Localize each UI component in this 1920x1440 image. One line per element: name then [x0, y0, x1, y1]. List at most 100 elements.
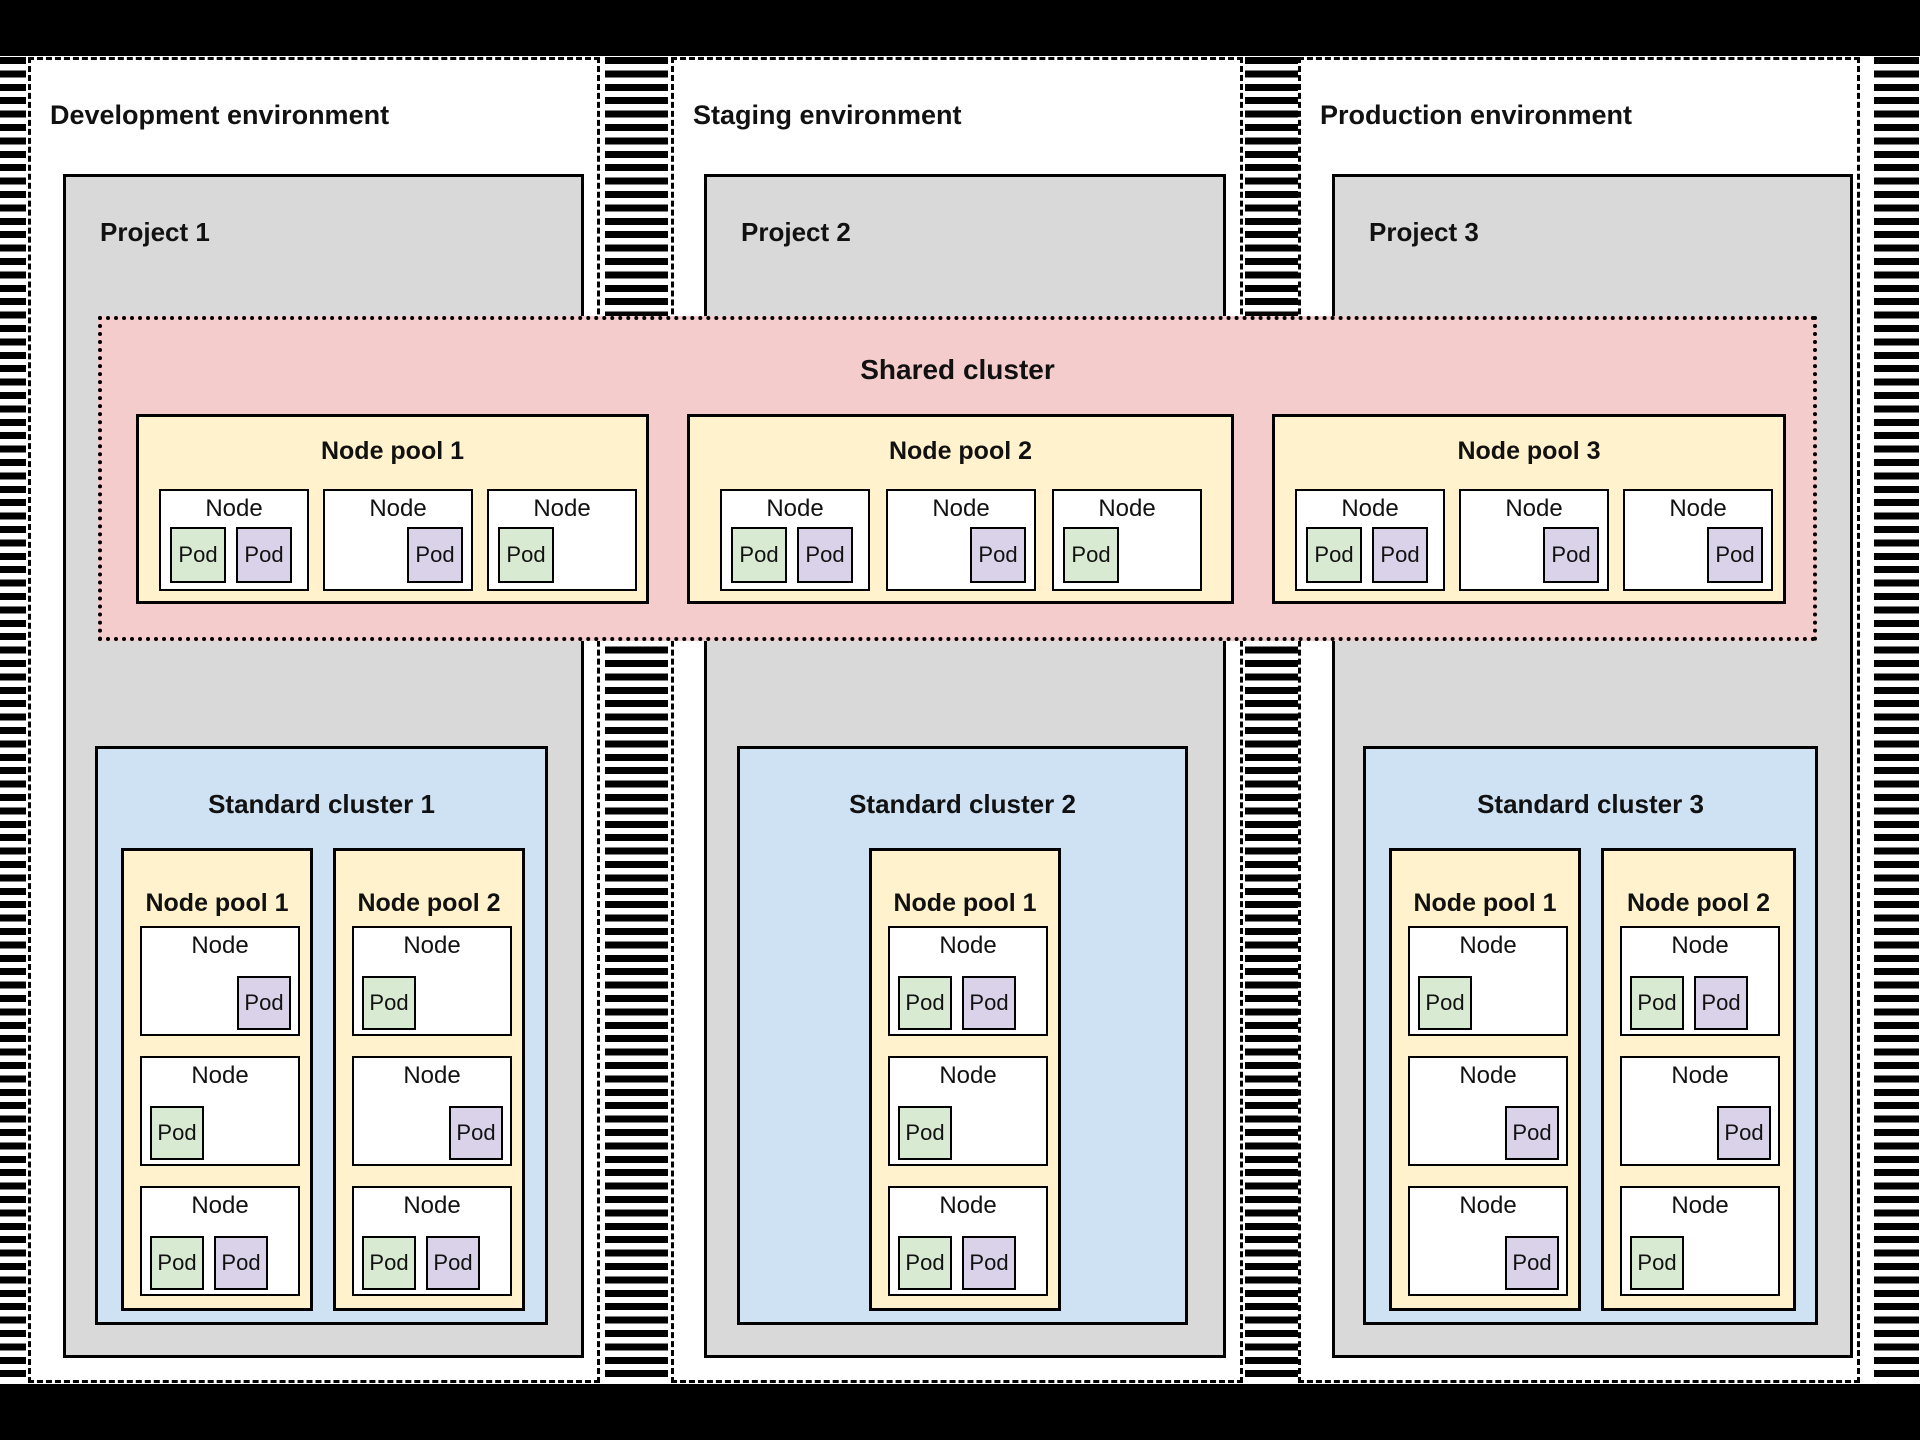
- node-pool-title: Node pool 1: [893, 889, 1037, 917]
- pod-box-purple: Pod: [426, 1236, 480, 1290]
- project-title: Project 1: [100, 217, 210, 247]
- pod-label: Pod: [978, 542, 1018, 567]
- pod-label: Pod: [1551, 542, 1591, 567]
- pod-box-purple: Pod: [236, 527, 292, 583]
- node-label: Node: [191, 1192, 249, 1219]
- pod-label: Pod: [1314, 542, 1354, 567]
- pod-label: Pod: [969, 990, 1009, 1015]
- pod-label: Pod: [221, 1250, 261, 1275]
- pod-box-purple: Pod: [214, 1236, 268, 1290]
- project-title: Project 2: [741, 217, 851, 247]
- standard-cluster-title: Standard cluster 2: [849, 789, 1076, 819]
- pod-box-purple: Pod: [1505, 1106, 1559, 1160]
- pod-label: Pod: [1637, 1250, 1677, 1275]
- hatch-column: [1874, 57, 1919, 1383]
- pod-box-green: Pod: [1063, 527, 1119, 583]
- pod-box-purple: Pod: [962, 1236, 1016, 1290]
- pod-box-purple: Pod: [962, 976, 1016, 1030]
- pod-label: Pod: [178, 542, 218, 567]
- pod-box-green: Pod: [170, 527, 226, 583]
- pod-label: Pod: [1724, 1120, 1764, 1145]
- node-label: Node: [1671, 1062, 1729, 1089]
- pod-label: Pod: [415, 542, 455, 567]
- node-label: Node: [1671, 932, 1729, 959]
- pod-label: Pod: [1425, 990, 1465, 1015]
- pod-label: Pod: [1512, 1120, 1552, 1145]
- pod-box-green: Pod: [362, 976, 416, 1030]
- node-label: Node: [191, 1062, 249, 1089]
- node-label: Node: [403, 1192, 461, 1219]
- pod-label: Pod: [506, 542, 546, 567]
- pod-box-purple: Pod: [1694, 976, 1748, 1030]
- pod-label: Pod: [157, 1120, 197, 1145]
- pod-box-green: Pod: [498, 527, 554, 583]
- pod-box-green: Pod: [1630, 1236, 1684, 1290]
- standard-cluster-title: Standard cluster 1: [208, 789, 435, 819]
- pod-label: Pod: [157, 1250, 197, 1275]
- environment-title: Development environment: [50, 100, 390, 130]
- node-pool-title: Node pool 1: [145, 889, 289, 917]
- pod-label: Pod: [969, 1250, 1009, 1275]
- pod-box-purple: Pod: [1372, 527, 1428, 583]
- pod-box-green: Pod: [898, 1236, 952, 1290]
- pod-label: Pod: [739, 542, 779, 567]
- environment-title: Staging environment: [693, 100, 962, 130]
- pod-label: Pod: [1512, 1250, 1552, 1275]
- pod-box-green: Pod: [362, 1236, 416, 1290]
- pod-label: Pod: [1715, 542, 1755, 567]
- pod-label: Pod: [369, 1250, 409, 1275]
- standard-cluster-title: Standard cluster 3: [1477, 789, 1704, 819]
- pod-box-green: Pod: [150, 1236, 204, 1290]
- top-border-bar: [0, 0, 1920, 56]
- node-label: Node: [191, 932, 249, 959]
- pod-box-purple: Pod: [1717, 1106, 1771, 1160]
- pod-label: Pod: [1071, 542, 1111, 567]
- pod-label: Pod: [905, 1120, 945, 1145]
- pod-box-green: Pod: [898, 976, 952, 1030]
- node-label: Node: [1459, 1192, 1517, 1219]
- pod-box-green: Pod: [150, 1106, 204, 1160]
- node-pool-title: Node pool 1: [320, 437, 465, 465]
- pod-box-green: Pod: [1418, 976, 1472, 1030]
- node-pool-title: Node pool 2: [1626, 889, 1771, 917]
- node-pool-title: Node pool 2: [357, 889, 501, 917]
- pod-box-purple: Pod: [1505, 1236, 1559, 1290]
- pod-label: Pod: [1380, 542, 1420, 567]
- node-label: Node: [939, 1062, 997, 1089]
- node-label: Node: [1671, 1192, 1729, 1219]
- hatch-column: [1245, 57, 1298, 1383]
- node-label: Node: [1341, 495, 1399, 522]
- node-label: Node: [1459, 932, 1517, 959]
- shared-cluster-title: Shared cluster: [860, 354, 1055, 385]
- node-label: Node: [403, 1062, 461, 1089]
- pod-box-green: Pod: [898, 1106, 952, 1160]
- project-title: Project 3: [1369, 217, 1479, 247]
- pod-box-purple: Pod: [237, 976, 291, 1030]
- pod-label: Pod: [433, 1250, 473, 1275]
